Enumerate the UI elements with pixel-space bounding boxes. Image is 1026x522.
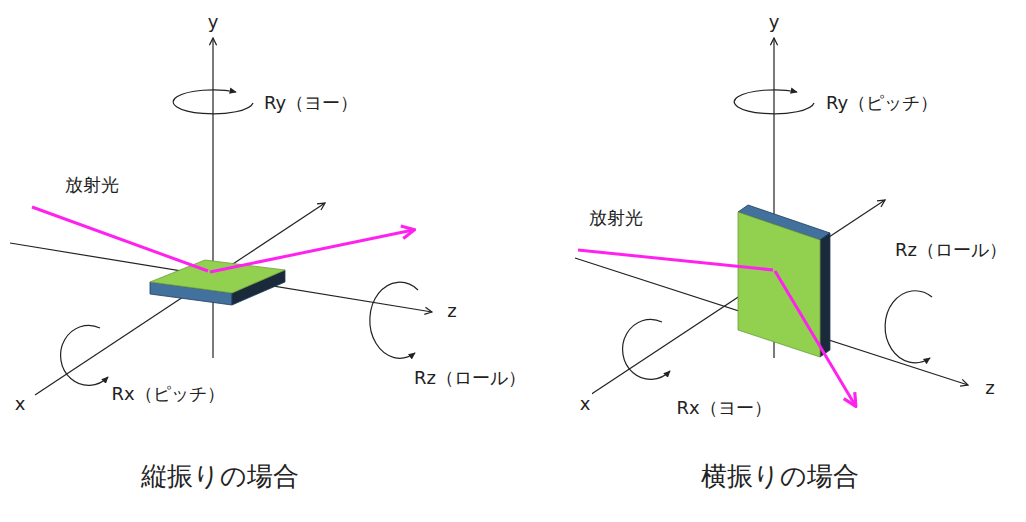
- caption-text: 縦振りの場合: [139, 461, 301, 492]
- x-axis: [35, 203, 325, 395]
- axis-label: x: [578, 393, 593, 415]
- axis-label: y: [206, 11, 221, 33]
- axis-label: Ry（ピッチ）: [824, 92, 940, 114]
- rotation-arrow: [61, 325, 108, 385]
- z-axis: [10, 243, 432, 312]
- axis-label: Rx（ピッチ）: [109, 383, 226, 405]
- right-axes: [575, 38, 968, 395]
- axis-label: x: [13, 393, 28, 415]
- caption-text: 横振りの場合: [699, 461, 861, 492]
- rotation-arrow: [734, 90, 814, 114]
- axis-label: z: [983, 377, 996, 399]
- rotation-arrow: [623, 319, 670, 379]
- radiation-beam: [578, 250, 855, 405]
- axis-label: z: [445, 300, 458, 322]
- axis-label: Rz（ロール）: [893, 239, 1009, 261]
- axis-label: 放射光: [587, 207, 645, 229]
- axis-label: Rz（ロール）: [412, 367, 528, 389]
- y-axis: [212, 38, 213, 358]
- axis-label: y: [767, 11, 782, 33]
- axis-label: Ry（ヨー）: [262, 92, 360, 114]
- mirror-plate: [150, 260, 285, 305]
- rotation-arrow: [885, 291, 932, 363]
- rotation-arrow: [173, 90, 253, 114]
- rotation-arrow: [370, 282, 418, 358]
- x-axis: [590, 200, 885, 395]
- radiation-beam: [32, 207, 413, 272]
- axis-label: Rx（ヨー）: [674, 397, 773, 419]
- axis-label: 放射光: [63, 174, 121, 196]
- left-axes: [10, 38, 432, 395]
- mirror-plate: [738, 205, 830, 357]
